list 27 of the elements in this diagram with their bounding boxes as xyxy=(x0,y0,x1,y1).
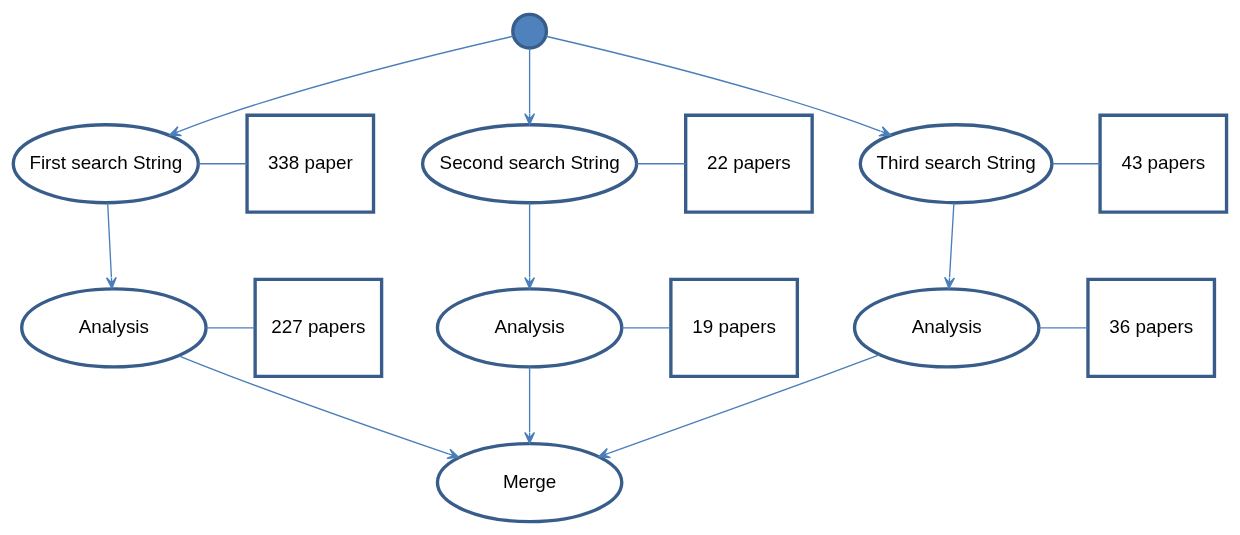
node-box: 19 papers xyxy=(669,277,800,378)
node-box: 338 paper xyxy=(245,113,376,214)
node-circle xyxy=(511,12,549,50)
node-box: 227 papers xyxy=(253,277,384,378)
connector xyxy=(1051,162,1101,164)
node-ellipse: Second search String xyxy=(420,122,639,204)
node-ellipse: Analysis xyxy=(852,286,1041,369)
node-box: 36 papers xyxy=(1086,277,1217,378)
arrow xyxy=(105,201,117,289)
arrow xyxy=(545,35,892,136)
node-box: 43 papers xyxy=(1098,113,1229,214)
arrow xyxy=(598,353,880,458)
connector xyxy=(621,326,672,329)
connector xyxy=(205,326,256,329)
arrow xyxy=(178,354,460,459)
connector xyxy=(636,162,686,164)
connector xyxy=(197,162,248,164)
arrow xyxy=(524,201,536,289)
connector xyxy=(1038,326,1089,329)
node-ellipse: Analysis xyxy=(435,286,624,369)
arrow xyxy=(524,366,536,444)
node-ellipse: Analysis xyxy=(20,286,208,369)
arrow xyxy=(524,47,536,125)
arrow xyxy=(169,35,515,136)
arrow xyxy=(944,201,956,289)
node-box: 22 papers xyxy=(684,113,814,214)
node-ellipse: Merge xyxy=(435,441,624,523)
